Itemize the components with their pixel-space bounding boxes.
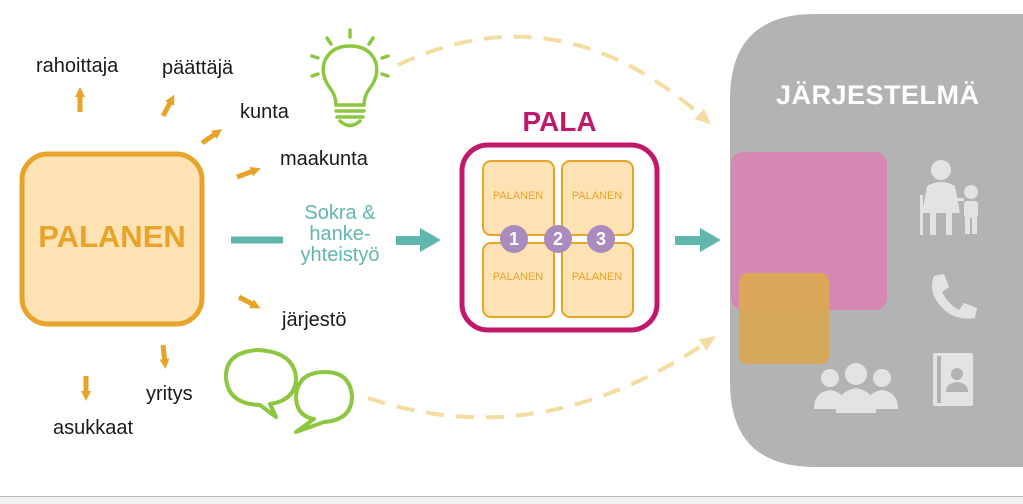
cooperation-line-3: yhteistyö bbox=[300, 244, 380, 266]
palanen-box bbox=[19, 151, 205, 327]
pala-title: PALA bbox=[522, 106, 597, 137]
actor-maakunta: maakunta bbox=[280, 148, 368, 170]
group-icon bbox=[814, 363, 898, 413]
cooperation-line-1: Sokra & bbox=[304, 202, 376, 224]
contact-book-icon bbox=[933, 353, 973, 406]
lightbulb-icon bbox=[310, 28, 390, 128]
step-3: 3 bbox=[587, 225, 615, 253]
pala-piece-label-2: PALANEN bbox=[571, 190, 623, 202]
actor-arrows bbox=[75, 87, 261, 401]
teal-arrow-to-system bbox=[675, 228, 721, 252]
teal-arrow-to-pala bbox=[396, 228, 441, 252]
speech-bubbles-icon bbox=[223, 348, 354, 434]
palanen-block-in-system bbox=[739, 273, 829, 364]
bottom-border bbox=[0, 496, 1023, 504]
cooperation-line-2: hanke- bbox=[309, 223, 371, 245]
actor-yritys: yritys bbox=[146, 383, 193, 405]
pala-piece-label-1: PALANEN bbox=[492, 190, 544, 202]
elderly-child-icon bbox=[920, 160, 978, 235]
actor-jarjesto: järjestö bbox=[282, 309, 347, 331]
pala-block-in-system bbox=[731, 152, 887, 310]
step-2: 2 bbox=[544, 225, 572, 253]
palanen-label: PALANEN bbox=[38, 219, 186, 254]
system-title: JÄRJESTELMÄ bbox=[776, 80, 980, 110]
dashed-arrow-top bbox=[397, 34, 712, 125]
pala-piece-label-3: PALANEN bbox=[492, 271, 544, 283]
step-1: 1 bbox=[500, 225, 528, 253]
actor-paattaja: päättäjä bbox=[162, 57, 234, 79]
actor-kunta: kunta bbox=[240, 101, 289, 123]
phone-icon bbox=[931, 274, 977, 319]
cooperation-label: Sokra & hanke- yhteistyö bbox=[287, 203, 393, 266]
actor-rahoittaja: rahoittaja bbox=[36, 55, 119, 77]
dashed-arrow-bottom bbox=[367, 336, 716, 420]
actor-asukkaat: asukkaat bbox=[53, 417, 134, 439]
pala-piece-label-4: PALANEN bbox=[571, 271, 623, 283]
